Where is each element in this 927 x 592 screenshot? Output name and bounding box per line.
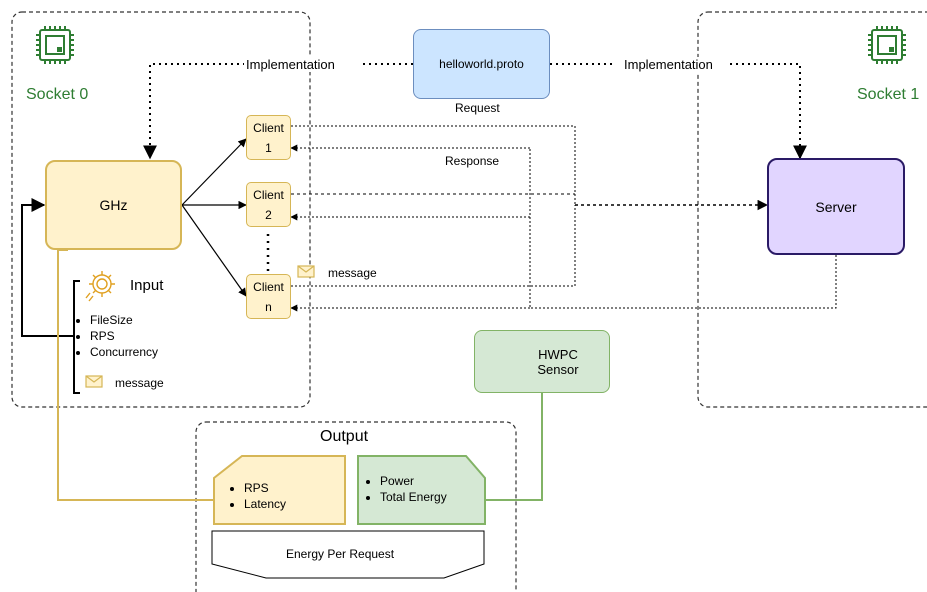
impl-left-arrow (150, 63, 413, 158)
ghz-output-card (213, 455, 346, 525)
impl-left-label: Implementation (244, 57, 337, 72)
request-label: Request (455, 101, 500, 115)
client-1-num: 1 (265, 140, 272, 155)
response-trunk (529, 148, 837, 309)
socket-1-region (697, 11, 927, 408)
client-n: Client n (246, 274, 291, 319)
output-region (195, 421, 517, 592)
message-label: message (328, 266, 377, 280)
proto-label: helloworld.proto (439, 57, 524, 71)
gear-icon (85, 271, 115, 302)
server-label: Server (815, 198, 857, 215)
envelope-icon (85, 375, 103, 388)
client-2-top: Client (253, 187, 284, 202)
input-title: Input (130, 277, 164, 294)
envelope-icon (297, 265, 315, 278)
input-list: FileSize RPS Concurrency (72, 312, 158, 360)
input-item: FileSize (90, 312, 158, 328)
request-line-n (291, 205, 576, 287)
ghz-output-list: RPS Latency (226, 480, 286, 512)
ghz-output-item: Latency (244, 496, 286, 512)
hwpc-output-card (357, 455, 486, 525)
response-label: Response (445, 154, 500, 168)
client-n-top: Client (253, 279, 284, 294)
energy-per-request-shape (211, 530, 485, 579)
ghz-to-client1 (181, 138, 247, 206)
hwpc-line2: Sensor (537, 361, 579, 377)
proto-box: helloworld.proto (413, 29, 550, 99)
input-message-label: message (115, 376, 164, 390)
server-box: Server (767, 158, 905, 255)
cpu-chip-icon (36, 26, 74, 64)
input-bracket-ticks (74, 280, 80, 394)
ghz-output-item: RPS (244, 480, 286, 496)
energy-per-request-label: Energy Per Request (286, 547, 395, 561)
client-n-num: n (265, 299, 272, 314)
ghz-output-line (57, 249, 214, 501)
request-line-1 (291, 125, 576, 205)
hwpc-output-item: Total Energy (380, 489, 447, 505)
hwpc-output-list: Power Total Energy (362, 473, 447, 505)
impl-right-arrow (550, 63, 800, 158)
hwpc-line1: HWPC (538, 346, 578, 362)
input-item: RPS (90, 328, 158, 344)
socket-0-region (11, 11, 311, 408)
cpu-chip-icon (868, 26, 906, 64)
output-title: Output (320, 428, 369, 445)
hwpc-sensor-box: HWPC Sensor (474, 330, 610, 393)
hwpc-output-line (485, 393, 543, 501)
input-item: Concurrency (90, 344, 158, 360)
hwpc-output-item: Power (380, 473, 447, 489)
client-2: Client 2 (246, 182, 291, 227)
client-2-num: 2 (265, 207, 272, 222)
client-1-top: Client (253, 120, 284, 135)
input-bracket (21, 205, 75, 394)
ghz-label: GHz (99, 197, 128, 213)
socket-1-label: Socket 1 (857, 86, 920, 103)
socket-0-label: Socket 0 (26, 86, 89, 103)
client-1: Client 1 (246, 115, 291, 160)
ghz-to-clientn (181, 204, 247, 297)
ghz-box: GHz (45, 160, 182, 250)
impl-right-label: Implementation (622, 57, 715, 72)
